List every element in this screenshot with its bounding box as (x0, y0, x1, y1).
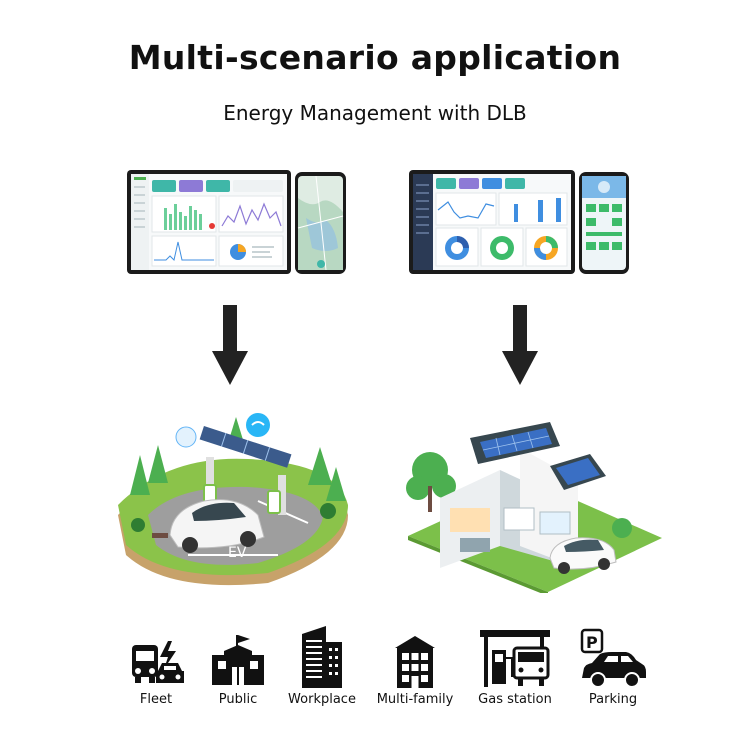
left-dashboard-screens (127, 170, 346, 274)
scenario-label-parking: Parking (588, 692, 638, 707)
office-building-icon (302, 626, 342, 688)
arrow-down-left-icon (212, 305, 248, 385)
ev-road-marking: EV (228, 545, 247, 561)
parking-icon: P (580, 628, 646, 688)
scenario-label-fleet: Fleet (139, 692, 173, 707)
right-dashboard-screens (409, 170, 629, 274)
solar-house-illustration (400, 418, 665, 596)
apartment-icon (395, 636, 435, 688)
arrow-down-right-icon (502, 305, 538, 385)
public-building-icon (212, 635, 264, 685)
svg-text:P: P (586, 633, 598, 652)
scenario-label-multi-family: Multi-family (376, 692, 454, 707)
scenario-label-gas-station: Gas station (478, 692, 552, 707)
scenario-label-public: Public (218, 692, 258, 707)
ev-charging-station-illustration: EV (108, 405, 358, 595)
page-subtitle: Energy Management with DLB (223, 101, 527, 125)
left-dashboard-devices (126, 168, 348, 276)
right-dashboard-devices (408, 168, 630, 276)
scenario-label-workplace: Workplace (288, 692, 356, 707)
page-title: Multi-scenario application (128, 38, 622, 77)
gas-station-icon (480, 630, 550, 687)
fleet-icon (132, 641, 184, 683)
